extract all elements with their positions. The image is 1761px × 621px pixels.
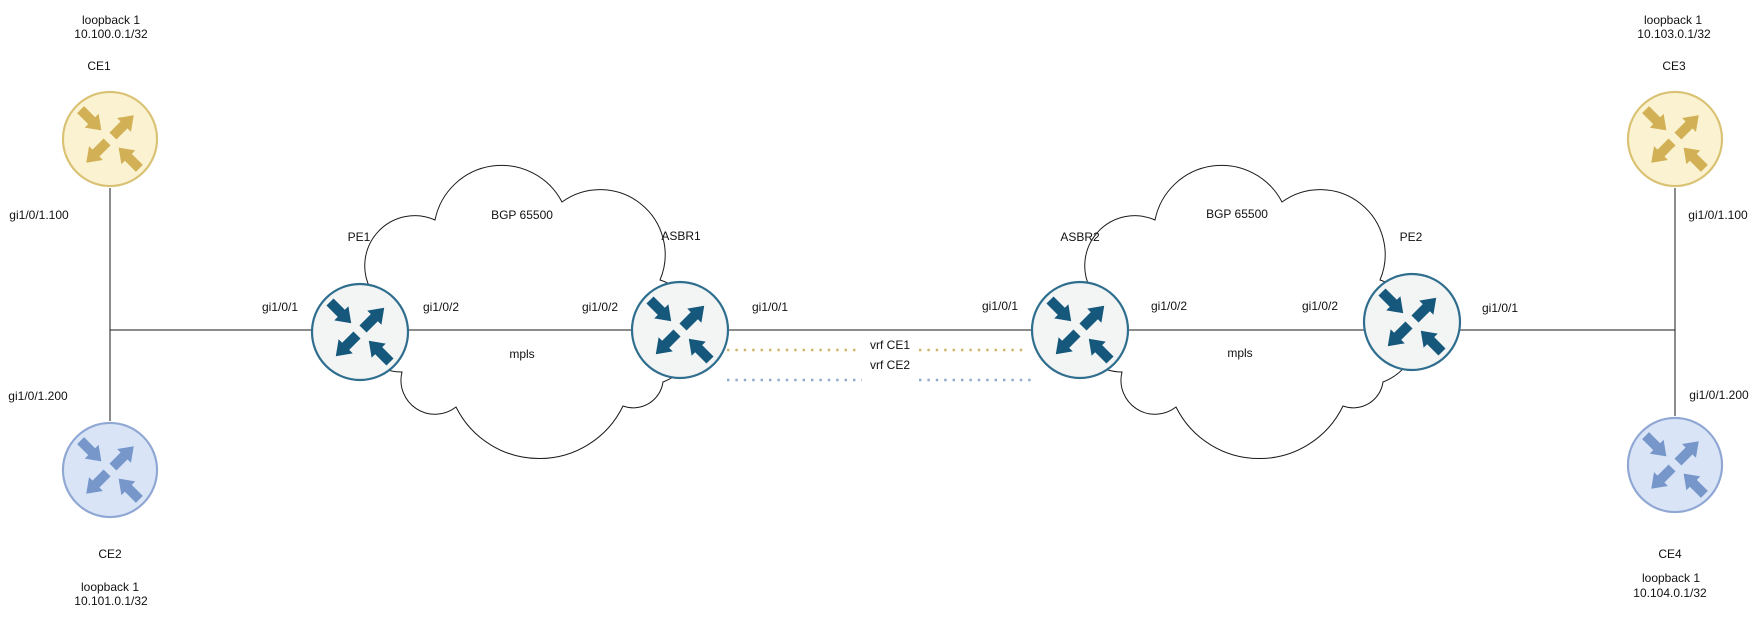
ce3-loopback-ip: 10.103.0.1/32: [1637, 27, 1711, 41]
pe2-left-interface-label: gi1/0/2: [1301, 299, 1339, 313]
asbr2-name-label: ASBR2: [1060, 230, 1100, 244]
ce3-interface-label: gi1/0/1.100: [1688, 208, 1748, 222]
ce1-loopback-label: loopback 1: [81, 13, 141, 27]
vrf-ce1-label: vrf CE1: [869, 338, 911, 352]
asbr1-left-interface-label: gi1/0/2: [581, 300, 619, 314]
ce4-name-label: CE4: [1658, 547, 1682, 561]
ce2-loopback-ip: 10.101.0.1/32: [74, 594, 148, 608]
router-asbr2-icon[interactable]: [1032, 282, 1128, 378]
pe1-right-interface-label: gi1/0/2: [422, 300, 460, 314]
ce3-loopback-label: loopback 1: [1643, 13, 1703, 27]
asbr2-left-interface-label: gi1/0/1: [981, 299, 1019, 313]
router-ce3-icon[interactable]: [1627, 91, 1723, 187]
cloud-right-bgp-label: BGP 65500: [1206, 207, 1268, 221]
router-pe2-icon[interactable]: [1364, 274, 1460, 370]
vrf-ce2-label: vrf CE2: [869, 358, 911, 372]
ce3-name-label: CE3: [1662, 59, 1686, 73]
asbr1-right-interface-label: gi1/0/1: [751, 300, 789, 314]
ce4-loopback-ip: 10.104.0.1/32: [1633, 586, 1707, 600]
pe1-left-interface-label: gi1/0/1: [261, 300, 299, 314]
router-ce4-icon[interactable]: [1627, 417, 1723, 513]
ce4-interface-label: gi1/0/1.200: [1689, 388, 1749, 402]
ce2-name-label: CE2: [98, 547, 122, 561]
router-ce1-icon[interactable]: [62, 91, 158, 187]
ce1-loopback-ip: 10.100.0.1/32: [74, 27, 148, 41]
router-ce2-icon[interactable]: [62, 422, 158, 518]
cloud-left-mpls-label: mpls: [509, 347, 535, 361]
ce4-loopback-label: loopback 1: [1641, 571, 1701, 585]
asbr1-name-label: ASBR1: [661, 229, 701, 243]
ce2-loopback-label: loopback 1: [80, 580, 140, 594]
router-asbr1-icon[interactable]: [632, 282, 728, 378]
pe2-name-label: PE2: [1399, 230, 1423, 244]
cloud-left-bgp-label: BGP 65500: [491, 208, 553, 222]
ce2-interface-label: gi1/0/1.200: [8, 389, 68, 403]
ce1-interface-label: gi1/0/1.100: [9, 208, 69, 222]
cloud-right-mpls-label: mpls: [1227, 346, 1253, 360]
ce1-name-label: CE1: [87, 59, 111, 73]
pe2-right-interface-label: gi1/0/1: [1481, 301, 1519, 315]
pe1-name-label: PE1: [347, 230, 371, 244]
router-pe1-icon[interactable]: [312, 284, 408, 380]
asbr2-right-interface-label: gi1/0/2: [1150, 299, 1188, 313]
